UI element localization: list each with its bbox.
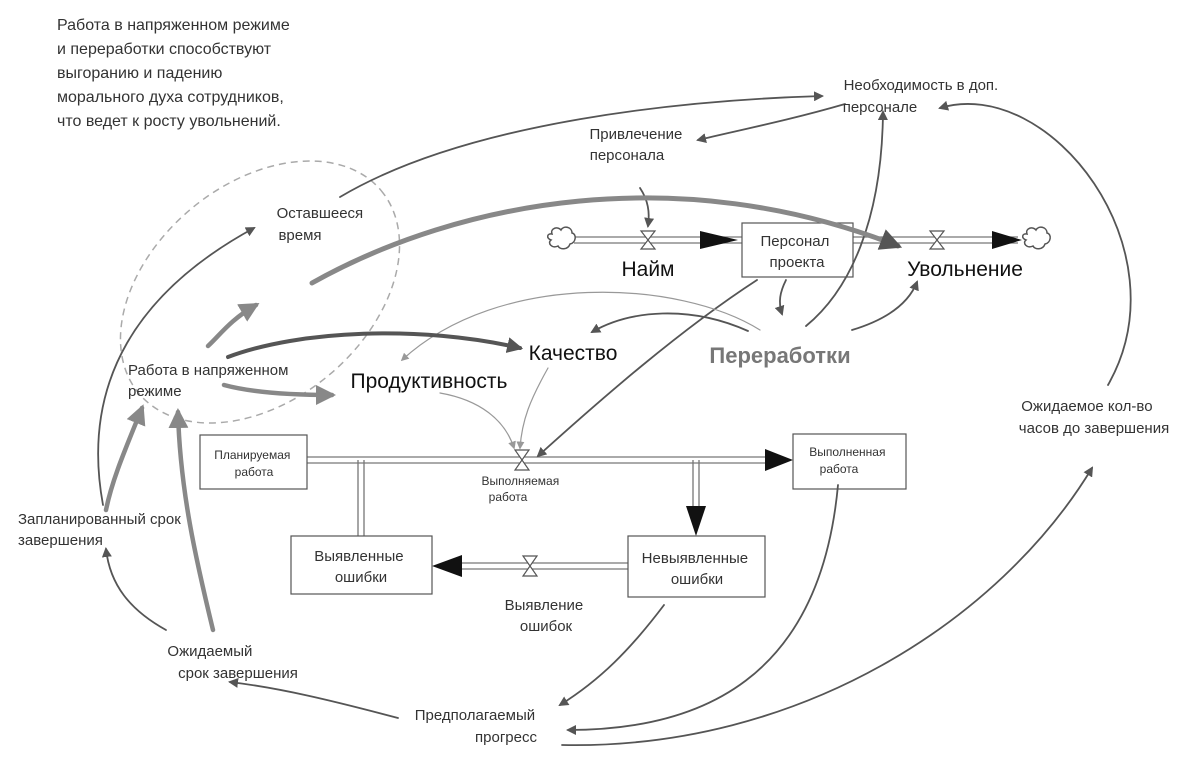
planned-deadline-label: Запланированный срок завершения <box>18 511 185 549</box>
productivity-label: Продуктивность <box>350 370 507 393</box>
hidden-errors-label: Невыявленные ошибки <box>642 550 753 588</box>
need-staff-label: Необходимость в доп. персонале <box>843 77 1003 116</box>
hire-label: Найм <box>621 258 674 281</box>
expected-deadline-label: Ожидаемый срок завершения <box>167 643 297 682</box>
thick-links <box>226 331 524 359</box>
perceived-progress-label: Предполагаемый прогресс <box>415 707 540 746</box>
error-detection-label: Выявление ошибок <box>505 597 588 635</box>
planned-work-stock <box>199 434 308 490</box>
work-done-rate-label: Выполняемая работа <box>481 474 562 504</box>
sink-cloud-icon <box>1022 226 1051 250</box>
thin-links <box>97 91 1132 746</box>
stress-work-label: Работа в напряженном режиме <box>128 362 293 400</box>
project-staff-stock <box>741 222 854 278</box>
detection-valve-icon <box>521 555 539 577</box>
hidden-errors-stock <box>627 535 766 598</box>
quit-label: Увольнение <box>907 258 1023 281</box>
project-staff-label: Персонал проекта <box>760 233 833 271</box>
overtime-label: Переработки <box>709 343 850 368</box>
remaining-time-label: Оставшееся время <box>277 205 368 244</box>
found-errors-stock <box>290 535 433 595</box>
planned-work-label: Планируемая работа <box>214 448 293 479</box>
work-valve-icon <box>513 449 531 471</box>
quality-label: Качество <box>529 342 618 365</box>
completed-work-label: Выполненная работа <box>809 445 889 476</box>
annotation-text: Работа в напряженном режиме и переработк… <box>57 17 294 130</box>
highlight-ellipse <box>119 160 401 424</box>
hire-valve-icon <box>639 230 657 250</box>
found-errors-label: Выявленные ошибки <box>314 548 408 586</box>
source-cloud-icon <box>547 226 576 250</box>
thick-grey-links <box>103 195 903 633</box>
thin-grey-links <box>400 291 761 450</box>
recruit-label: Привлечение персонала <box>589 126 686 164</box>
error-pipe <box>432 555 628 577</box>
expected-hours-label: Ожидаемое кол-во часов до завершения <box>1019 398 1169 437</box>
quit-valve-icon <box>928 230 946 250</box>
work-pipe <box>307 449 793 536</box>
completed-work-stock <box>792 433 907 490</box>
